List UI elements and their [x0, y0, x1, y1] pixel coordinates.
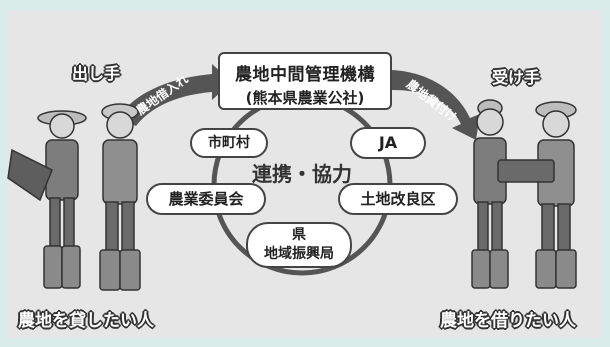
partner-prefecture-line1: 県: [292, 227, 306, 243]
borrower-caption: 農地を借りたい人: [440, 311, 576, 331]
borrower-role-label: 受け手: [492, 68, 541, 87]
cooperation-label: 連携・協力: [252, 162, 352, 186]
partner-city: 市町村: [190, 128, 268, 158]
partner-ja: JA: [350, 127, 426, 159]
borrow-arrow: [392, 70, 480, 140]
right-farmer-man: [497, 101, 577, 289]
right-farmer-woman: [471, 99, 509, 289]
left-farmer-man: [99, 103, 141, 291]
left-farmer-woman: [7, 110, 87, 289]
lend-arrow: [118, 64, 232, 126]
lender-caption: 農地を貸したい人: [18, 311, 154, 331]
lender-role-label: 出し手: [72, 64, 121, 83]
organization-sub: (熊本県農業公社): [245, 89, 365, 107]
organization-name: 農地中間管理機構: [235, 65, 375, 85]
partner-agri-committee: 農業委員会: [146, 183, 266, 215]
partner-prefecture-line2: 地域振興局: [264, 246, 334, 262]
partner-land-improvement: 土地改良区: [338, 183, 458, 215]
partner-prefecture: 県 地域振興局: [246, 222, 352, 268]
organization-box: 農地中間管理機構 (熊本県農業公社): [218, 52, 392, 110]
